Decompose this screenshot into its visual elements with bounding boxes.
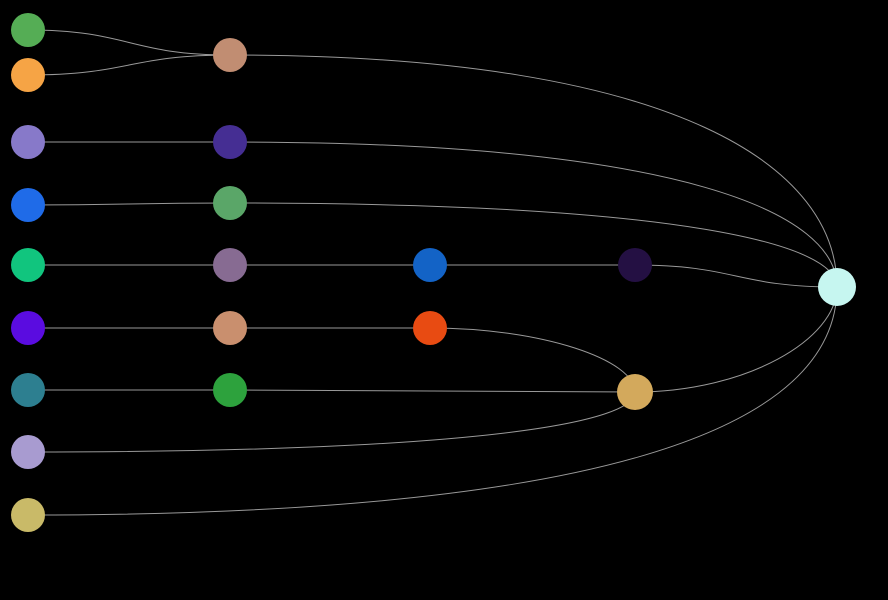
node-green-2[interactable] [213, 373, 247, 407]
node-khaki[interactable] [11, 498, 45, 532]
edge-leaf-2-m-1 [27, 54, 231, 76]
edge-leaf-4-m-3 [27, 202, 231, 206]
node-emerald[interactable] [11, 248, 45, 282]
node-strong-blue[interactable] [413, 248, 447, 282]
node-tan[interactable] [213, 38, 247, 72]
edge-m-1-hub [229, 54, 838, 288]
node-blue[interactable] [11, 188, 45, 222]
nodes-layer [11, 13, 856, 532]
node-darkest-purple[interactable] [618, 248, 652, 282]
edge-d-1-hub [634, 264, 838, 288]
node-tan-2[interactable] [213, 311, 247, 345]
node-orange-red[interactable] [413, 311, 447, 345]
node-green[interactable] [11, 13, 45, 47]
node-sea-green[interactable] [213, 186, 247, 220]
edge-c-2-d-2 [429, 327, 636, 393]
node-orange[interactable] [11, 58, 45, 92]
node-medium-purple[interactable] [11, 125, 45, 159]
edge-m-2-hub [229, 141, 838, 288]
edge-d-2-hub [634, 286, 838, 393]
node-mauve[interactable] [213, 248, 247, 282]
edge-leaf-8-d-2 [27, 391, 636, 453]
node-lavender[interactable] [11, 435, 45, 469]
node-violet[interactable] [11, 311, 45, 345]
edge-m-6-d-2 [229, 389, 636, 393]
node-pale-cyan-hub[interactable] [818, 268, 856, 306]
node-teal[interactable] [11, 373, 45, 407]
edge-leaf-9-hub [27, 286, 838, 516]
node-dark-slate-blue[interactable] [213, 125, 247, 159]
node-gold[interactable] [617, 374, 653, 410]
edge-m-3-hub [229, 202, 838, 288]
edge-leaf-1-m-1 [27, 29, 231, 56]
